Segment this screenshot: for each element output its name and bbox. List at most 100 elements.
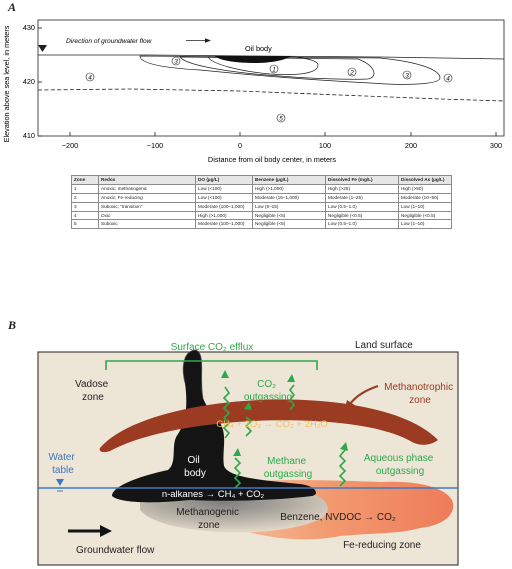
table-header-cell: DO (µg/L): [195, 175, 253, 185]
x-ticks: [69, 132, 497, 136]
x-tick-label: 0: [238, 141, 242, 150]
benzene-reaction: Benzene, NVDOC → CO₂: [280, 512, 396, 523]
table-cell: Moderate (100–1,000): [195, 201, 253, 212]
table-cell: 2: [71, 192, 99, 203]
table-header-row: Zone Redox DO (µg/L) Benzene (µg/L) Diss…: [71, 175, 452, 185]
table-cell: Suboxic; “transition”: [98, 201, 196, 212]
water-table-symbol: [55, 479, 65, 492]
table-row: 2 Anoxic; Fe-reducing Low (<100) Moderat…: [71, 192, 452, 203]
table-cell: High (>1,000): [195, 210, 253, 221]
surface-efflux-label: Surface CO₂ efflux: [171, 342, 254, 353]
table-cell: Anoxic; Fe-reducing: [98, 192, 196, 203]
table-cell: Low (1–10): [398, 201, 452, 212]
water-table-marker: [38, 45, 47, 52]
table-header-cell: Dissolved As (µg/L): [398, 175, 452, 185]
y-tick-label: 420: [23, 77, 35, 86]
groundwater-flow-arrowhead: [100, 525, 112, 537]
water-table-label: Water table: [48, 452, 77, 476]
zone-number: 2: [349, 69, 354, 76]
table-row: 4 Oxic High (>1,000) Negligible (<5) Neg…: [71, 210, 452, 221]
table-cell: High (>25): [325, 183, 399, 194]
table-cell: Moderate (100–1,000): [195, 219, 253, 230]
alkanes-reaction: n-alkanes → CH₄ + CO₂: [162, 489, 265, 500]
table-cell: High (>50): [398, 183, 452, 194]
methanogenic-zone-label: Methanogenic zone: [176, 507, 242, 531]
x-tick-label: −200: [62, 141, 78, 150]
table-row: 5 Suboxic Moderate (100–1,000) Negligibl…: [71, 219, 452, 230]
panel-a-letter: A: [8, 0, 17, 14]
x-tick-label: 100: [319, 141, 331, 150]
x-tick-label: 300: [490, 141, 502, 150]
methane-oxidation-reaction: CH₄ + 2O₂ → CO₂ + 2H₂O: [216, 419, 328, 430]
zone-3-outline: [139, 55, 441, 85]
table-cell: Negligible (<5): [252, 210, 326, 221]
table-cell: Low (1–10): [398, 219, 452, 230]
oil-body: [112, 350, 316, 503]
table-cell: 5: [71, 219, 99, 230]
zone-number: 4: [446, 75, 450, 82]
oil-body-label: Oil body: [245, 44, 272, 53]
table-cell: Anoxic; methanogenic: [98, 183, 196, 194]
table-row: 3 Suboxic; “transition” Moderate (100–1,…: [71, 201, 452, 212]
zone-number: 3: [174, 58, 178, 65]
aquifer-boundary-line: [37, 88, 505, 102]
table-cell: Low (0.5–1.0): [325, 201, 399, 212]
zone-number: 3: [405, 72, 409, 79]
x-axis-label: Distance from oil body center, in meters: [208, 155, 337, 164]
x-tick-label: −100: [147, 141, 163, 150]
y-axis-label: Elevation above sea level, in meters: [2, 25, 11, 142]
panel-b-conceptual-model: Surface CO₂ efflux Land surface Vadose z…: [37, 340, 459, 566]
table-cell: Low (5–15): [252, 201, 326, 212]
table-cell: Suboxic: [98, 219, 196, 230]
co2-outgassing-label: CO₂ outgassing: [244, 379, 292, 403]
oil-body-shape: [215, 56, 292, 63]
methanotrophic-zone: [99, 399, 438, 453]
y-ticks: [38, 27, 42, 137]
table-cell: Moderate (10–50): [398, 192, 452, 203]
flow-arrow: [186, 38, 211, 43]
table-cell: Low (<100): [195, 192, 253, 203]
y-tick-label: 430: [23, 23, 35, 32]
aqueous-outgassing-label: Aqueous phase outgassing: [364, 453, 436, 477]
zone-number: 1: [272, 66, 276, 73]
y-tick-label: 410: [23, 131, 35, 140]
methanotrophic-pointer-arrowhead: [344, 400, 356, 412]
groundwater-flow-label: Groundwater flow: [76, 545, 155, 556]
table-header-cell: Dissolved Fe (mg/L): [325, 175, 399, 185]
table-cell: Moderate (1–25): [325, 192, 399, 203]
table-row: 1 Anoxic; methanogenic Low (<100) High (…: [71, 183, 452, 194]
table-cell: Negligible (<5): [252, 219, 326, 230]
x-tick-label: 200: [405, 141, 417, 150]
table-cell: Low (0.5–1.0): [325, 219, 399, 230]
vadose-zone-label: Vadose zone: [75, 379, 111, 403]
zone-2-outline: [179, 56, 375, 80]
zone-number: 5: [279, 115, 283, 122]
surface-efflux-bracket: [105, 360, 318, 370]
table-cell: Negligible (<0.5): [398, 210, 452, 221]
table-cell: 4: [71, 210, 99, 221]
methanotrophic-zone-label: Methanotrophic zone: [384, 382, 456, 406]
zone-properties-table: Zone Redox DO (µg/L) Benzene (µg/L) Diss…: [71, 175, 452, 230]
table-cell: 3: [71, 201, 99, 212]
methane-outgassing-label: Methane outgassing: [264, 456, 312, 480]
table-cell: 1: [71, 183, 99, 194]
table-cell: Negligible (<0.5): [325, 210, 399, 221]
table-cell: Oxic: [98, 210, 196, 221]
panel-b-letter: B: [8, 318, 17, 332]
zone-1-outline: [207, 56, 319, 75]
zone-number: 4: [88, 74, 92, 81]
table-header-cell: Redox: [98, 175, 196, 185]
outgassing-arrows: [222, 384, 347, 489]
outgassing-arrowheads: [221, 370, 348, 456]
plot-frame: [37, 19, 505, 137]
table-cell: High (>1,000): [252, 183, 326, 194]
panel-a-cross-section: Elevation above sea level, in meters 430…: [2, 19, 505, 164]
table-header-cell: Zone: [71, 175, 99, 185]
table-cell: Low (<100): [195, 183, 253, 194]
vadose-oil-pathway: [182, 349, 204, 399]
fe-reducing-zone-label: Fe-reducing zone: [343, 540, 421, 551]
flow-direction-label: Direction of groundwater flow: [66, 38, 153, 45]
zone-number-markers: 1 2 3 3 4 4 5: [85, 56, 453, 122]
table-header-cell: Benzene (µg/L): [252, 175, 326, 185]
oil-body-label: Oil body: [184, 455, 206, 479]
